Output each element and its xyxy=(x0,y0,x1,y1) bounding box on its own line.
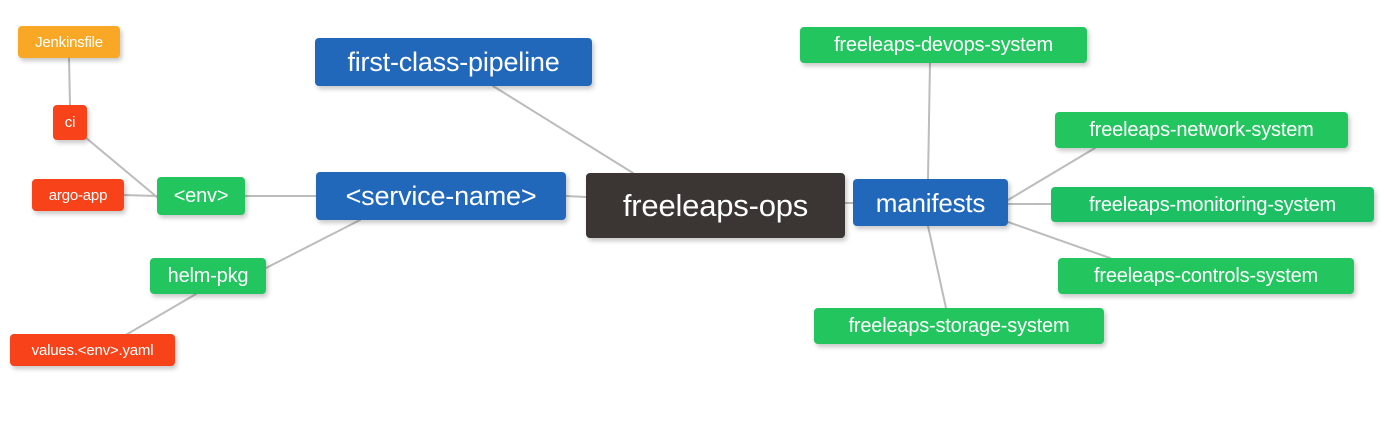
edge-manifests-to-freeleaps-devops-system xyxy=(927,62,931,180)
edge-argo-app-to-env xyxy=(123,194,158,197)
node-service-name[interactable]: <service-name> xyxy=(316,172,566,220)
edge-helm-pkg-to-values-yaml xyxy=(123,293,197,337)
node-freeleaps-monitoring-system[interactable]: freeleaps-monitoring-system xyxy=(1051,187,1374,222)
node-jenkinsfile[interactable]: Jenkinsfile xyxy=(18,26,120,58)
node-freeleaps-controls-system[interactable]: freeleaps-controls-system xyxy=(1058,258,1354,294)
node-freeleaps-network-system[interactable]: freeleaps-network-system xyxy=(1055,112,1348,148)
edge-first-class-pipeline-to-freeleaps-ops xyxy=(492,85,634,174)
node-manifests[interactable]: manifests xyxy=(853,179,1008,226)
node-argo-app[interactable]: argo-app xyxy=(32,179,124,211)
node-values-yaml[interactable]: values.<env>.yaml xyxy=(10,334,175,366)
node-ci[interactable]: ci xyxy=(53,105,87,140)
node-first-class-pipeline[interactable]: first-class-pipeline xyxy=(315,38,592,86)
node-freeleaps-devops-system[interactable]: freeleaps-devops-system xyxy=(800,27,1087,63)
node-helm-pkg[interactable]: helm-pkg xyxy=(150,258,266,294)
edge-manifests-to-freeleaps-storage-system xyxy=(927,225,947,309)
edge-service-name-to-freeleaps-ops xyxy=(565,195,587,198)
node-freeleaps-ops[interactable]: freeleaps-ops xyxy=(586,173,845,238)
edge-service-name-to-helm-pkg xyxy=(265,219,361,269)
node-freeleaps-storage-system[interactable]: freeleaps-storage-system xyxy=(814,308,1104,344)
node-env[interactable]: <env> xyxy=(157,177,245,215)
edge-jenkinsfile-to-ci xyxy=(68,57,71,106)
edge-manifests-to-freeleaps-controls-system xyxy=(1007,221,1111,259)
